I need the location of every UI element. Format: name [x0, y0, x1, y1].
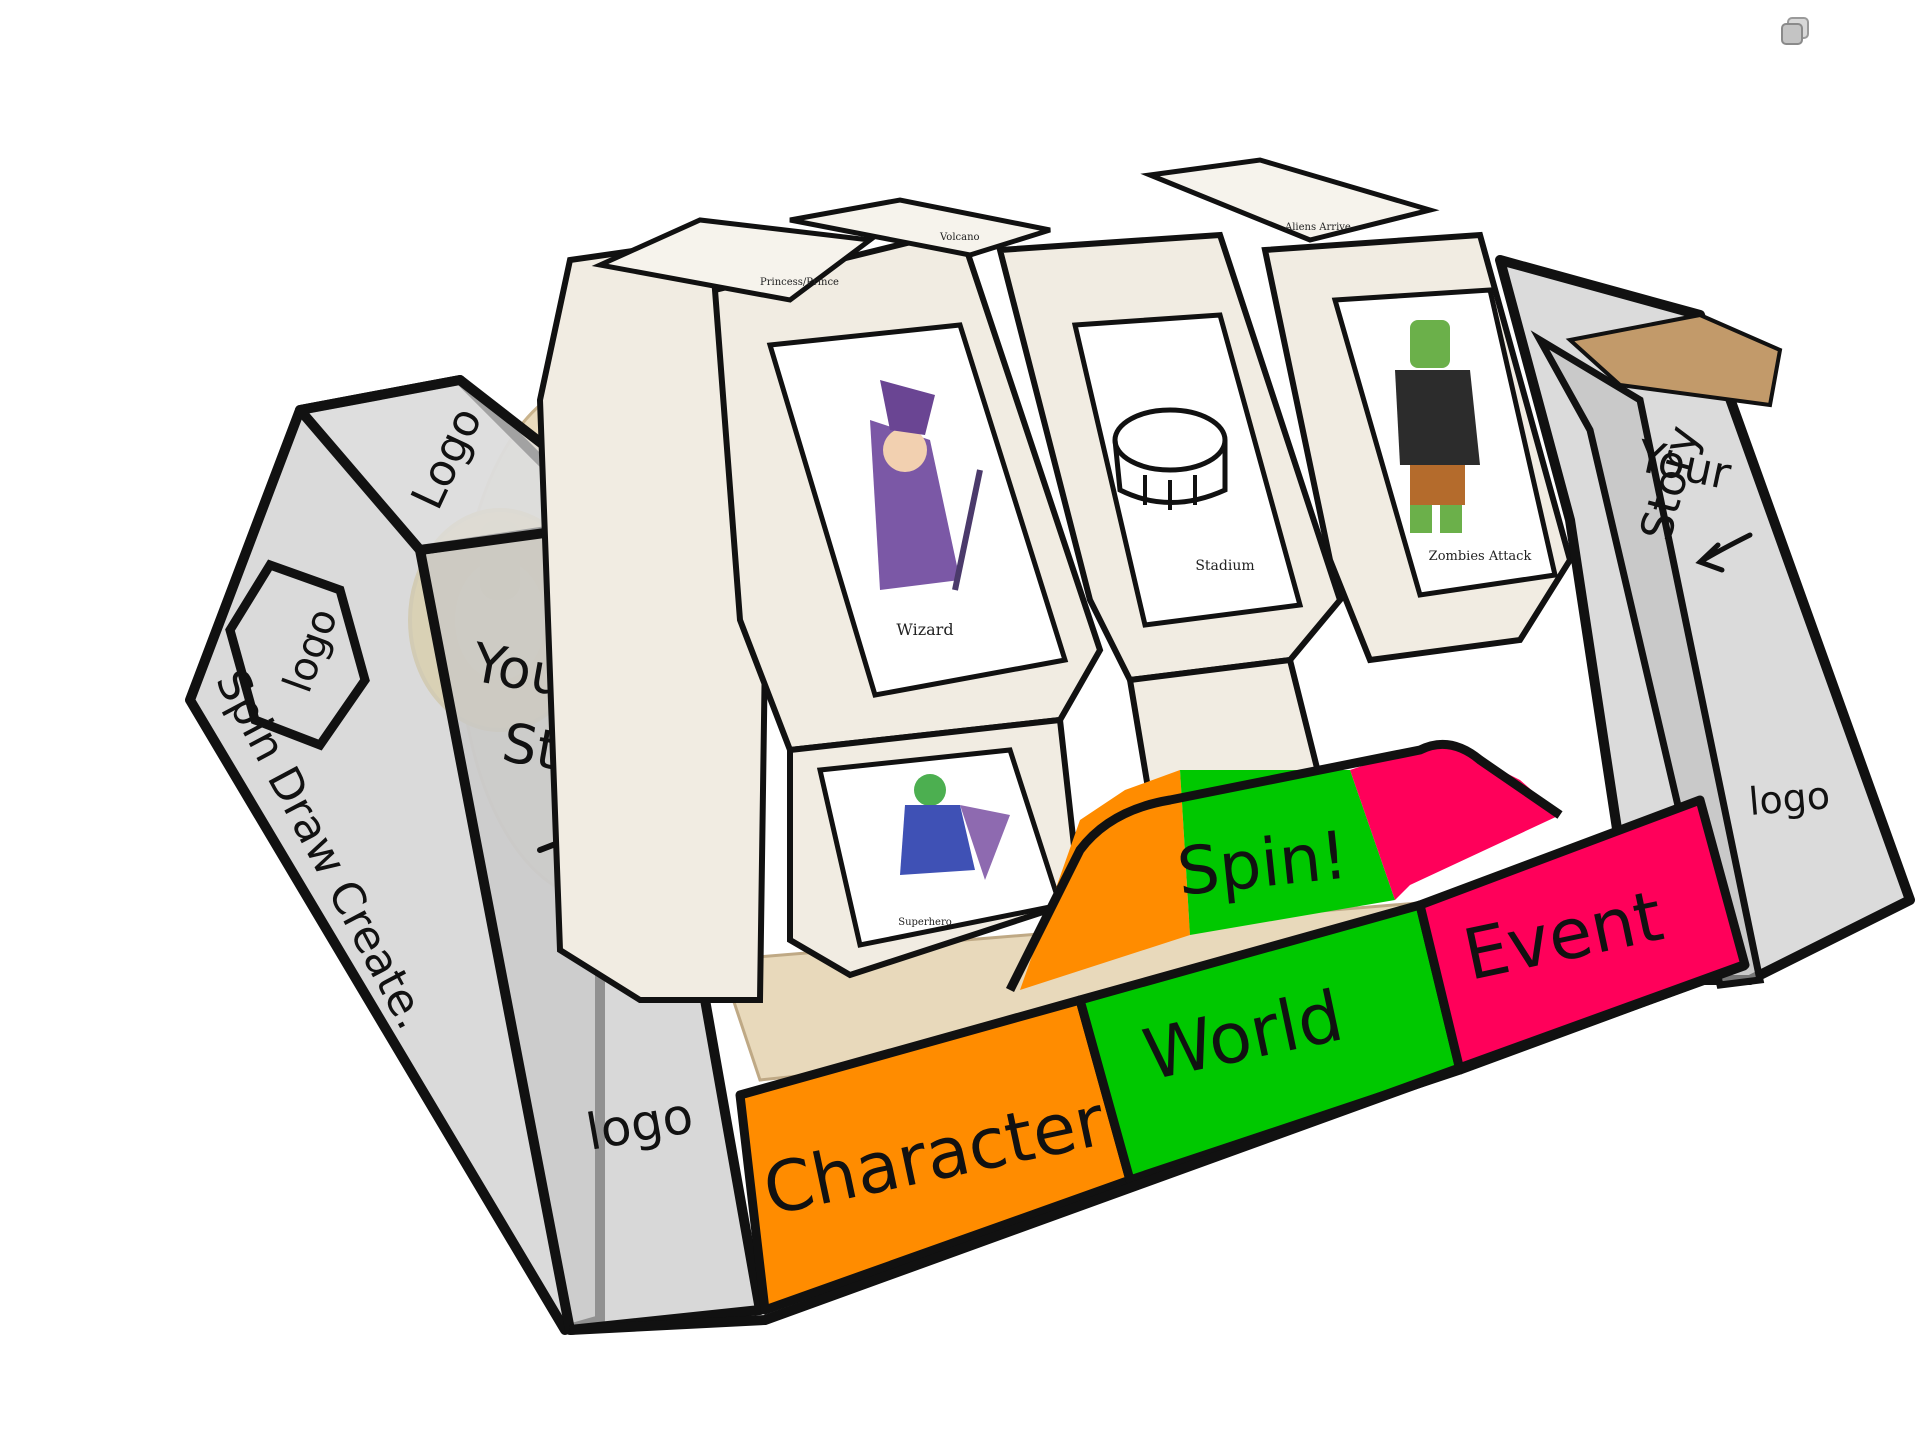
- lid-left: [591, 217, 877, 303]
- lid-middle: [789, 197, 1051, 258]
- spin-button[interactable]: Spin!: [1005, 739, 1563, 993]
- wizard-icon: [870, 380, 983, 591]
- event-button[interactable]: Event: [1415, 795, 1750, 1075]
- card-wizard: Wizard: [766, 322, 1069, 698]
- card-stadium: Stadium: [1071, 312, 1304, 628]
- character-button[interactable]: Character: [735, 995, 1135, 1315]
- lid-middle-label: Volcano: [939, 232, 980, 243]
- spin-label: Spin!: [1174, 817, 1352, 911]
- lid-right: [1140, 157, 1440, 243]
- superhero-icon: [900, 774, 1010, 880]
- right-panel-logo-text: logo: [1747, 773, 1832, 824]
- right-arrow-icon: [1695, 532, 1753, 573]
- copy-icon[interactable]: [1778, 14, 1814, 50]
- card-superhero-label: Superhero: [898, 917, 952, 928]
- zombie-icon: [1395, 320, 1480, 533]
- card-zombies-attack: Zombies Attack: [1331, 287, 1559, 598]
- card-zombies-label: Zombies Attack: [1429, 549, 1532, 564]
- card-wizard-label: Wizard: [896, 620, 953, 639]
- lid-left-label: Princess/Prince: [760, 277, 839, 288]
- card-stadium-label: Stadium: [1195, 558, 1254, 574]
- left-hex-logo-icon: [225, 559, 370, 751]
- front-base-outline: [569, 960, 1747, 1335]
- stadium-icon: [1112, 407, 1228, 510]
- world-button[interactable]: World: [1075, 900, 1465, 1185]
- lid-right-label: Aliens Arrive: [1284, 222, 1351, 233]
- cardboard-flap: [1565, 312, 1783, 408]
